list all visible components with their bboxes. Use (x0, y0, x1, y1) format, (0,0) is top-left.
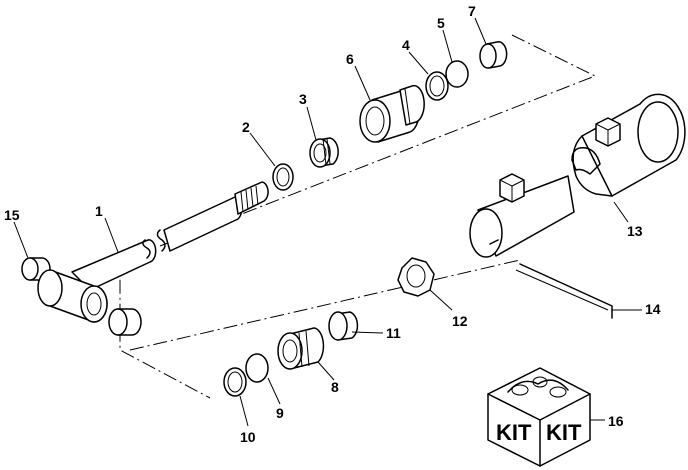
callout-4: 4 (402, 37, 410, 53)
callout-11: 11 (386, 325, 401, 341)
callout-9: 9 (276, 405, 284, 421)
callout-13: 13 (627, 223, 643, 239)
part-8-piston (277, 327, 325, 370)
callout-numbers: 1 2 3 4 5 6 7 8 9 10 11 12 13 14 15 16 (4, 3, 661, 445)
callout-15: 15 (4, 207, 20, 223)
part-16-kit-box: KIT KIT (487, 367, 591, 467)
callout-3: 3 (299, 91, 307, 107)
part-7-ring (479, 41, 508, 69)
callout-2: 2 (242, 119, 250, 135)
callout-16: 16 (608, 413, 624, 429)
part-14-wire (515, 263, 613, 319)
callout-7: 7 (468, 3, 476, 19)
callout-6: 6 (346, 51, 354, 67)
kit-label-left: KIT (496, 420, 532, 445)
part-12-nut (397, 257, 435, 297)
part-11-ring (328, 311, 359, 341)
part-10-ring (223, 367, 247, 397)
callout-14: 14 (645, 301, 661, 317)
part-3-seal (309, 137, 339, 168)
callout-12: 12 (452, 313, 468, 329)
part-1-piston-rod (37, 181, 269, 323)
callout-1: 1 (95, 203, 103, 219)
callout-10: 10 (240, 429, 256, 445)
part-5-washer (445, 60, 469, 88)
cylinder-tube (469, 173, 575, 258)
part-4-ring (425, 71, 449, 101)
part-6-gland (359, 84, 425, 143)
rod-eye-bushing (108, 308, 142, 336)
part-2-ring (272, 163, 294, 191)
assembly-centerline (119, 34, 597, 399)
leader-lines (13, 17, 642, 427)
callout-8: 8 (331, 379, 339, 395)
part-13-cylinder-barrel (571, 93, 686, 197)
part-9-disc (245, 353, 269, 383)
kit-label-right: KIT (546, 420, 582, 445)
callout-5: 5 (437, 15, 445, 31)
